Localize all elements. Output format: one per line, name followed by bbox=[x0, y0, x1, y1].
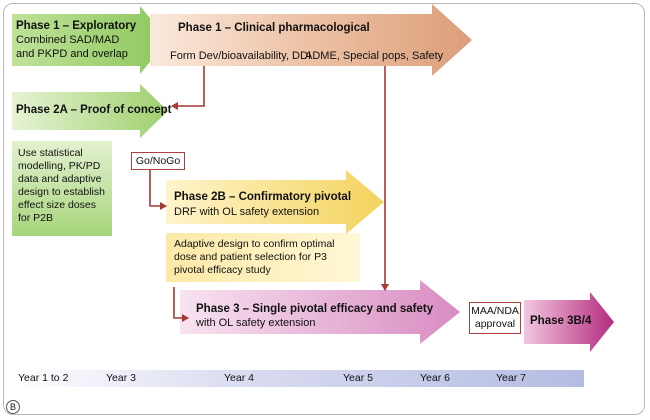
figure-frame bbox=[3, 3, 645, 415]
maa-nda-line: approval bbox=[474, 318, 516, 330]
phase2a-note-line: design to establish bbox=[18, 186, 105, 198]
phase2a-note-line: modelling, PK/PD bbox=[18, 160, 101, 172]
maa-nda-approval-box: MAA/NDA approval bbox=[469, 302, 521, 334]
go-nogo-box: Go/NoGo bbox=[131, 152, 185, 170]
phase1-clinical-title: Phase 1 – Clinical pharmacological bbox=[178, 22, 370, 34]
phase2b-note-line: Adaptive design to confirm optimal bbox=[174, 238, 335, 250]
panel-label: B bbox=[6, 400, 20, 414]
phase3b4-arrow bbox=[524, 292, 614, 352]
maa-nda-line: MAA/NDA bbox=[471, 305, 519, 317]
connector-2b-to-3 bbox=[173, 287, 189, 322]
phase2a-note-box bbox=[12, 141, 112, 236]
phase1-exploratory-line2: and PKPD and overlap bbox=[16, 48, 128, 60]
phase3-title: Phase 3 – Single pivotal efficacy and sa… bbox=[196, 303, 434, 315]
phase2b-note-line: pivotal efficacy study bbox=[174, 264, 271, 276]
phase2a-note-line: data and adaptive bbox=[18, 173, 102, 185]
phase3b4-title: Phase 3B/4 bbox=[530, 315, 592, 327]
phase1-clinical-arrow bbox=[150, 4, 472, 76]
phase2b-note-box bbox=[166, 233, 360, 282]
phase2b-arrow bbox=[166, 170, 384, 234]
timeline-year: Year 7 bbox=[496, 372, 526, 384]
phase2b-note-line: dose and patient selection for P3 bbox=[174, 251, 327, 263]
phase3-arrow bbox=[180, 280, 460, 344]
timeline-year: Year 3 bbox=[106, 372, 136, 384]
timeline-bar bbox=[12, 370, 584, 387]
timeline-year: Year 4 bbox=[224, 372, 254, 384]
phase2b-title: Phase 2B – Confirmatory pivotal bbox=[174, 191, 352, 203]
phase1-exploratory-arrow bbox=[12, 6, 168, 74]
phase3-sub: with OL safety extension bbox=[196, 317, 316, 329]
phase2b-sub: DRF with OL safety extension bbox=[174, 206, 320, 218]
timeline-year: Year 1 to 2 bbox=[18, 372, 69, 384]
timeline-year: Year 6 bbox=[420, 372, 450, 384]
connector-gonogo-to-2b bbox=[149, 170, 167, 210]
phase1-clinical-sub-left: Form Dev/bioavailability, DDI bbox=[170, 50, 312, 62]
phase2a-note: Use statistical modelling, PK/PD data an… bbox=[18, 147, 105, 225]
connector-phase1-to-2a bbox=[171, 66, 205, 110]
phase2a-arrow bbox=[12, 84, 168, 138]
phase2a-title: Phase 2A – Proof of concept bbox=[16, 104, 172, 116]
phase2a-note-line: effect size doses bbox=[18, 199, 97, 211]
phase1-exploratory-title: Phase 1 – Exploratory bbox=[16, 20, 137, 32]
phase1-clinical-sub-right: ADME, Special pops, Safety bbox=[305, 50, 444, 62]
phase2a-note-line: for P2B bbox=[18, 212, 54, 224]
timeline-year: Year 5 bbox=[343, 372, 373, 384]
phase1-exploratory-line1: Combined SAD/MAD bbox=[16, 34, 120, 46]
phase2b-note: Adaptive design to confirm optimal dose … bbox=[174, 238, 335, 277]
phase2a-note-line: Use statistical bbox=[18, 147, 83, 159]
